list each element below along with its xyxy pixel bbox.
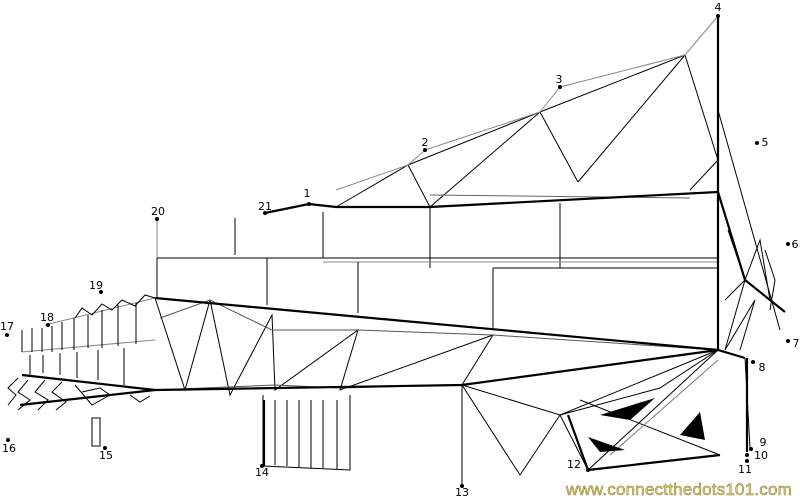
dot-10 xyxy=(745,453,749,457)
dot-label: 1 xyxy=(304,187,311,200)
dot-label: 14 xyxy=(255,466,269,479)
dot-18 xyxy=(46,323,50,327)
dot-7 xyxy=(786,339,790,343)
filled-triangles xyxy=(588,398,705,452)
dot-label: 3 xyxy=(556,73,563,86)
dot-label: 21 xyxy=(258,200,272,213)
dot-20 xyxy=(155,217,159,221)
dot-label: 15 xyxy=(99,449,113,462)
dot-label: 12 xyxy=(567,458,581,471)
dot-label: 8 xyxy=(759,361,766,374)
dot-label: 13 xyxy=(455,486,469,499)
dot-label: 18 xyxy=(40,311,54,324)
dot-label: 10 xyxy=(754,449,768,462)
dot-label: 2 xyxy=(422,136,429,149)
dot-4 xyxy=(716,14,720,18)
dot-8 xyxy=(751,360,755,364)
dot-12 xyxy=(586,468,590,472)
dot-14 xyxy=(260,464,264,468)
dot-9 xyxy=(749,447,753,451)
dot-label: 11 xyxy=(738,463,752,476)
dot-label: 17 xyxy=(0,320,14,333)
thin-lines xyxy=(7,15,781,486)
dot-label: 20 xyxy=(151,205,165,218)
dot-21 xyxy=(263,211,267,215)
dot-16 xyxy=(6,438,10,442)
dot-15 xyxy=(103,446,107,450)
dot-1 xyxy=(307,202,311,206)
dot-11 xyxy=(745,459,749,463)
dot-label: 5 xyxy=(762,136,769,149)
dot-label: 19 xyxy=(89,279,103,292)
dot-19 xyxy=(99,290,103,294)
dot-label: 6 xyxy=(792,238,799,251)
dot-6 xyxy=(786,242,790,246)
dot-13 xyxy=(460,484,464,488)
dot-label: 7 xyxy=(793,337,800,350)
dot-label: 4 xyxy=(715,1,722,14)
dot-label: 9 xyxy=(760,436,767,449)
dot-3 xyxy=(558,85,562,89)
dot-5 xyxy=(755,141,759,145)
dot-17 xyxy=(5,333,9,337)
dot-label: 16 xyxy=(2,442,16,455)
site-watermark: www.connectthedots101.com xyxy=(565,480,792,499)
dot-2 xyxy=(423,148,427,152)
